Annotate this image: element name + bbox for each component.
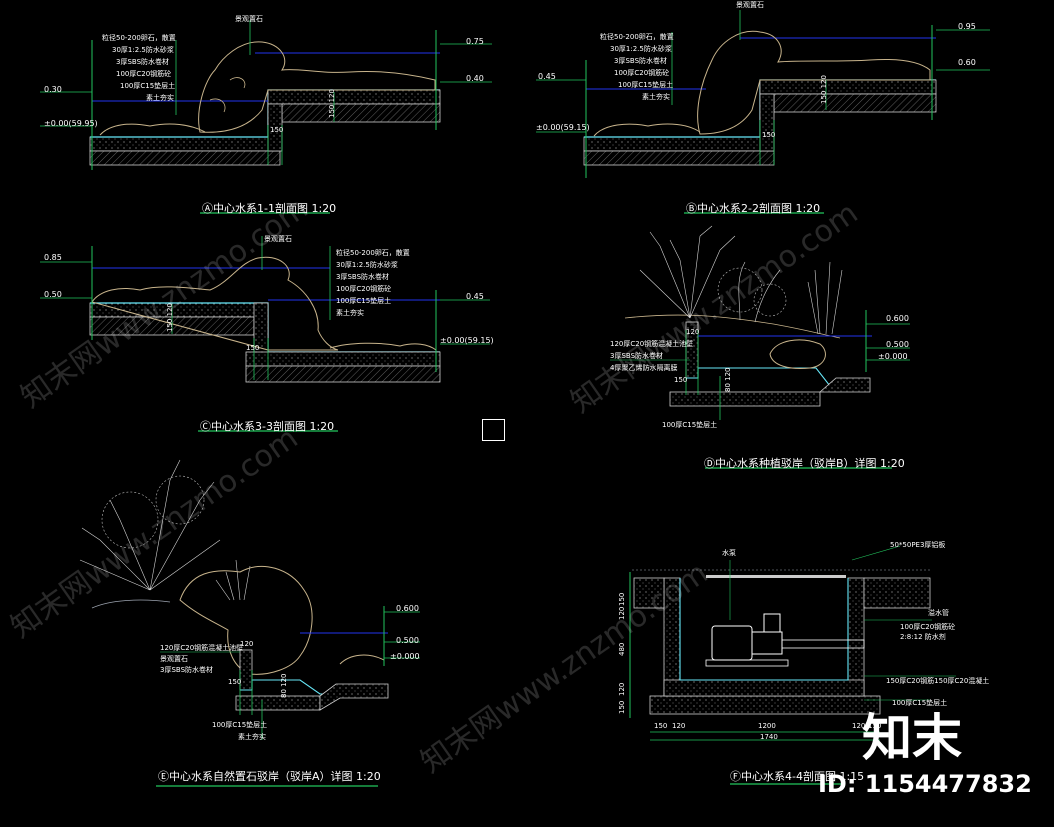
f-note-overflow: 溢水管	[928, 609, 949, 617]
d-note-2: 3厚SBS防水卷材	[610, 352, 664, 360]
d-dim-vertical: 80 120	[724, 367, 732, 393]
a-dim-150: 150	[270, 126, 284, 134]
f-dim-1740: 1740	[760, 733, 778, 741]
e-note-2: 景观置石	[160, 655, 188, 663]
a-note-layer3: 3厚SBS防水卷材	[116, 58, 170, 66]
f-dim-120a: 120	[672, 722, 686, 730]
title-b: Ⓑ中心水系2-2剖面图 1:20	[686, 202, 821, 215]
section-c	[40, 236, 490, 432]
section-b	[536, 10, 990, 214]
f-note-cushion: 100厚C15垫层土	[892, 699, 948, 707]
e-level-0000: ±0.000	[390, 652, 420, 661]
section-a	[40, 20, 492, 214]
d-level-0000: ±0.000	[878, 352, 908, 361]
title-f: Ⓕ中心水系4-4剖面图 1:15	[730, 770, 865, 783]
title-c: Ⓒ中心水系3-3剖面图 1:20	[200, 420, 335, 433]
f-note-wall: 100厚C20钢筋砼	[900, 623, 956, 631]
b-dim-150: 150	[762, 131, 776, 139]
e-dim-150: 150	[228, 678, 242, 686]
d-note-4: 100厚C15垫层土	[662, 421, 718, 429]
b-note-layer2: 30厚1:2.5防水砂浆	[610, 45, 672, 53]
b-level-095: 0.95	[958, 22, 976, 31]
f-dim-1200: 1200	[758, 722, 776, 730]
a-level-000: ±0.00(59.95)	[44, 119, 98, 128]
d-note-1: 120厚C20钢筋混凝土池壁	[610, 340, 694, 348]
title-a: Ⓐ中心水系1-1剖面图 1:20	[202, 202, 337, 215]
section-d	[610, 225, 910, 469]
d-note-3: 4厚聚乙烯防水隔离膜	[610, 364, 678, 372]
c-level-050: 0.50	[44, 290, 62, 299]
b-level-000: ±0.00(59.15)	[536, 123, 590, 132]
b-note-layer3: 3厚SBS防水卷材	[614, 57, 668, 65]
e-dim-vertical: 80 120	[280, 673, 288, 699]
c-note-layer4: 100厚C20钢筋砼	[336, 285, 392, 293]
e-note-4: 100厚C15垫层土	[212, 721, 268, 729]
selection-box[interactable]	[482, 419, 505, 441]
b-note-layer1: 粒径50-200卵石，散置	[600, 33, 674, 41]
brand-id: ID: 1154477832	[818, 770, 1032, 798]
e-note-1: 120厚C20钢筋混凝土池壁	[160, 644, 244, 652]
e-level-0500: 0.500	[396, 636, 419, 645]
b-dim-vertical: 150 120	[820, 75, 828, 104]
f-note-ratio: 2:8:12 防水剂	[900, 633, 946, 641]
c-note-layer1: 粒径50-200卵石，散置	[336, 249, 410, 257]
a-dim-vertical: 150 120	[328, 89, 336, 118]
f-dim-v5: 150	[618, 700, 626, 714]
a-note-stone: 景观置石	[235, 15, 263, 23]
a-note-layer5: 100厚C15垫层土	[120, 82, 176, 90]
e-dim-120: 120	[240, 640, 254, 648]
a-level-030: 0.30	[44, 85, 62, 94]
e-note-3: 3厚SBS防水卷材	[160, 666, 214, 674]
b-level-045: 0.45	[538, 72, 556, 81]
f-dim-v4: 120	[618, 682, 626, 696]
f-dim-150b: 150	[868, 722, 882, 730]
a-note-layer6: 素土夯实	[146, 94, 174, 102]
c-note-stone: 景观置石	[264, 235, 292, 243]
c-level-000: ±0.00(59.15)	[440, 336, 494, 345]
b-note-layer4: 100厚C20钢筋砼	[614, 69, 670, 77]
c-dim-150: 150	[246, 344, 260, 352]
a-note-layer2: 30厚1:2.5防水砂浆	[112, 46, 174, 54]
f-dim-120b: 120	[852, 722, 866, 730]
d-dim-150: 150	[674, 376, 688, 384]
d-level-0500: 0.500	[886, 340, 909, 349]
b-note-stone: 景观置石	[736, 1, 764, 9]
f-dim-150a: 150	[654, 722, 668, 730]
a-level-075: 0.75	[466, 37, 484, 46]
brand-logo: 知末	[862, 709, 962, 767]
b-note-layer5: 100厚C15垫层土	[618, 81, 674, 89]
f-note-cover: 50*50PE3厚铝板	[890, 541, 946, 549]
b-level-060: 0.60	[958, 58, 976, 67]
a-note-layer4: 100厚C20钢筋砼	[116, 70, 172, 78]
section-e	[79, 459, 420, 787]
a-note-layer1: 粒径50-200卵石，散置	[102, 34, 176, 42]
title-e: Ⓔ中心水系自然置石驳岸（驳岸A）详图 1:20	[158, 770, 381, 783]
e-note-5: 素土夯实	[238, 733, 266, 741]
f-note-base: 150厚C20钢筋150厚C20混凝土	[886, 677, 990, 685]
c-note-layer2: 30厚1:2.5防水砂浆	[336, 261, 398, 269]
f-note-pump: 水泵	[722, 549, 736, 557]
d-level-0600: 0.600	[886, 314, 909, 323]
c-level-045: 0.45	[466, 292, 484, 301]
c-note-layer5: 100厚C15垫层土	[336, 297, 392, 305]
c-note-layer3: 3厚SBS防水卷材	[336, 273, 390, 281]
b-note-layer6: 素土夯实	[642, 93, 670, 101]
section-f	[629, 545, 956, 785]
c-note-layer6: 素土夯实	[336, 309, 364, 317]
e-level-0600: 0.600	[396, 604, 419, 613]
title-d: Ⓓ中心水系种植驳岸（驳岸B）详图 1:20	[704, 457, 905, 470]
d-dim-120: 120	[686, 328, 700, 336]
c-level-085: 0.85	[44, 253, 62, 262]
a-level-040: 0.40	[466, 74, 484, 83]
